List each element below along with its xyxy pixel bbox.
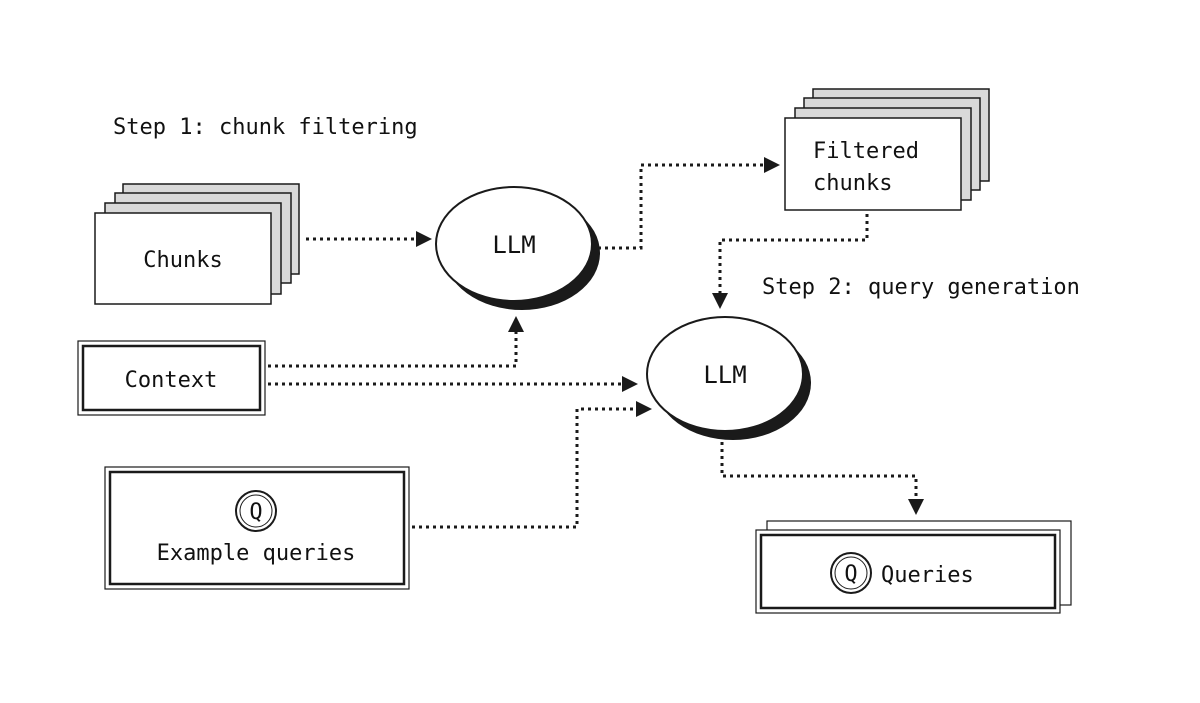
example-queries-label: Example queries xyxy=(157,541,356,566)
queries-node: Q Queries xyxy=(755,520,1072,614)
llm-step1-ellipse xyxy=(435,186,593,302)
context-inner-frame xyxy=(81,344,262,412)
edge-llm2-to-queries xyxy=(720,442,918,500)
arrowhead xyxy=(508,316,524,332)
context-label: Context xyxy=(125,368,218,393)
arrowhead xyxy=(908,499,924,515)
step1-label: Step 1: chunk filtering xyxy=(113,115,418,140)
arrowhead xyxy=(636,401,652,417)
edge-filtered-to-llm2 xyxy=(718,214,869,294)
chunks-node: Chunks xyxy=(94,183,300,305)
edge-context-to-llm1 xyxy=(268,330,518,368)
connectors xyxy=(268,157,924,529)
step2-label: Step 2: query generation xyxy=(762,275,1080,300)
llm-step2-ellipse xyxy=(646,316,804,432)
llm-step2-node: LLM xyxy=(646,316,811,440)
example-queries-node: Q Example queries xyxy=(104,466,410,590)
query-q-icon: Q xyxy=(235,490,277,532)
arrowhead xyxy=(416,231,432,247)
llm-step1-node: LLM xyxy=(435,186,600,310)
edge-llm1-to-filtered xyxy=(598,163,766,250)
query-q-glyph: Q xyxy=(844,562,857,587)
filtered-chunks-card xyxy=(784,117,962,211)
chunks-label: Chunks xyxy=(143,248,222,273)
edge-example-queries-to-llm2 xyxy=(412,407,638,529)
filtered-chunks-label-line2: chunks xyxy=(813,171,892,196)
filtered-chunks-node: Filtered chunks xyxy=(784,88,990,211)
filtered-chunks-label-line1: Filtered xyxy=(813,139,919,164)
queries-label: Queries xyxy=(881,563,974,588)
arrowhead xyxy=(622,376,638,392)
context-node: Context xyxy=(77,340,266,416)
chunks-card xyxy=(94,212,272,305)
query-q-glyph: Q xyxy=(249,500,262,525)
arrowhead xyxy=(764,157,780,173)
query-q-icon: Q xyxy=(830,552,872,594)
queries-inner-frame xyxy=(759,533,1057,610)
llm-step2-label: LLM xyxy=(703,361,746,389)
arrowhead xyxy=(712,293,728,309)
llm-step1-label: LLM xyxy=(492,231,535,259)
